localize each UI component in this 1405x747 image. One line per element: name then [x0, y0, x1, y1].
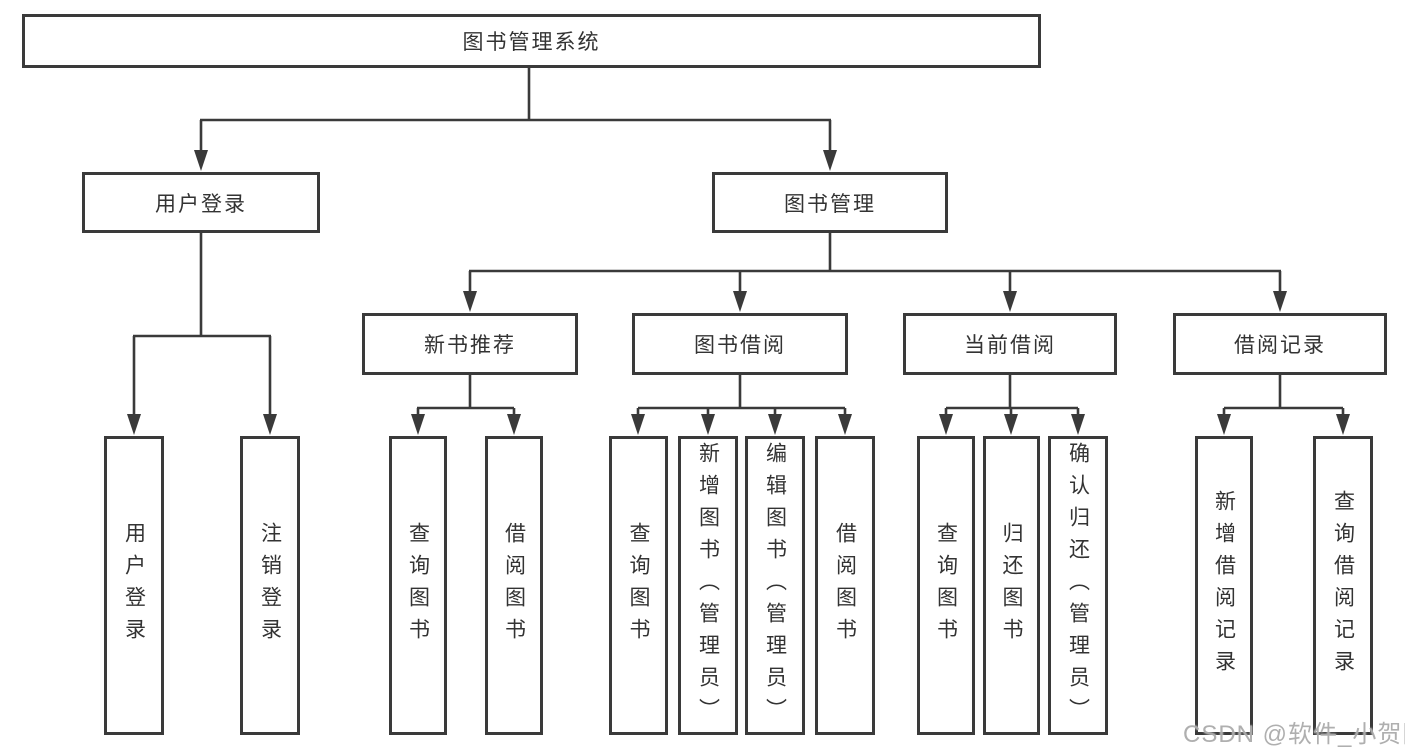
- leaf-current-query-books: 查询图书: [917, 436, 975, 735]
- leaf-borrow-borrow-books: 借阅图书: [815, 436, 875, 735]
- leaf-logout: 注销登录: [240, 436, 300, 735]
- node-root-system: 图书管理系统: [22, 14, 1041, 68]
- csdn-watermark: CSDN @软件_小贺同学: [1183, 721, 1405, 747]
- leaf-newbook-query-books: 查询图书: [389, 436, 447, 735]
- leaf-borrow-query-books: 查询图书: [609, 436, 668, 735]
- leaf-newbook-borrow-books: 借阅图书: [485, 436, 543, 735]
- node-user-login: 用户登录: [82, 172, 320, 233]
- leaf-current-confirm-return-admin: 确认归还（管理员）: [1048, 436, 1108, 735]
- node-book-borrow: 图书借阅: [632, 313, 848, 375]
- leaf-record-query-borrow-record: 查询借阅记录: [1313, 436, 1373, 735]
- leaf-borrow-add-books-admin: 新增图书（管理员）: [678, 436, 738, 735]
- node-current-borrow: 当前借阅: [903, 313, 1117, 375]
- leaf-user-login: 用户登录: [104, 436, 164, 735]
- leaf-record-add-borrow-record: 新增借阅记录: [1195, 436, 1253, 735]
- leaf-borrow-edit-books-admin: 编辑图书（管理员）: [745, 436, 805, 735]
- node-borrow-record: 借阅记录: [1173, 313, 1387, 375]
- node-book-management: 图书管理: [712, 172, 948, 233]
- leaf-current-return-books: 归还图书: [983, 436, 1040, 735]
- node-new-book-recommend: 新书推荐: [362, 313, 578, 375]
